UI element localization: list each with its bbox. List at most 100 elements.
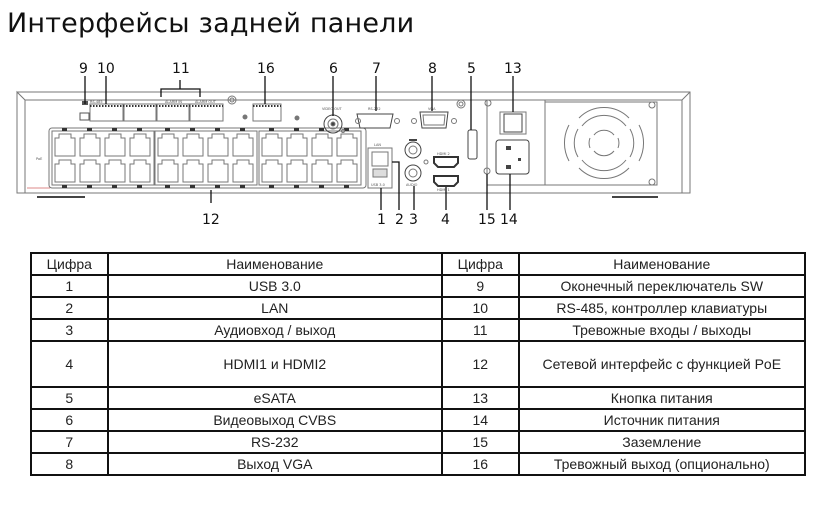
rj45-port <box>336 133 358 157</box>
cell-name: Заземление <box>517 430 807 454</box>
audio-jacks <box>404 139 429 182</box>
cell-num: 5 <box>30 386 109 410</box>
callout-11: 11 <box>172 61 190 77</box>
port-led <box>87 185 92 188</box>
callout-15: 15 <box>478 212 496 228</box>
callout-1: 1 <box>377 212 386 228</box>
header-name-left: Наименование <box>106 252 443 276</box>
callout-14: 14 <box>500 212 518 228</box>
table-row: 7 RS-232 15 Заземление <box>30 430 807 454</box>
rj45-port <box>261 133 283 157</box>
rj45-port <box>104 159 126 183</box>
rj45-port <box>286 133 308 157</box>
table-header-row: Цифра Наименование Цифра Наименование <box>30 252 807 276</box>
label-lan: LAN <box>374 143 381 147</box>
rj45-port <box>129 133 151 157</box>
table-row: 8 Выход VGA 16 Тревожный выход (опционал… <box>30 452 807 476</box>
cell-name: RS-232 <box>106 430 443 454</box>
cell-num: 11 <box>440 318 520 342</box>
header-num-right: Цифра <box>440 252 520 276</box>
table-row: 2 LAN 10 RS-485, контроллер клавиатуры <box>30 296 807 320</box>
rj45-port <box>232 159 254 183</box>
cell-name: LAN <box>106 296 443 320</box>
label-hdmi1: HDMI 1 <box>437 188 450 192</box>
label-hdmi2: HDMI 2 <box>437 152 450 156</box>
rj45-port <box>207 133 229 157</box>
table-row: 4 HDMI1 и HDMI2 12 Сетевой интерфейс с ф… <box>30 340 807 388</box>
port-led <box>190 128 195 131</box>
label-usb: USB 3.0 <box>371 183 385 187</box>
alarm-terminal-blocks <box>89 103 224 122</box>
rj45-port <box>157 159 179 183</box>
cell-name: Оконечный переключатель SW <box>517 274 807 298</box>
callout-3: 3 <box>409 212 418 228</box>
cell-name: Видеовыход CVBS <box>106 408 443 432</box>
port-led <box>87 128 92 131</box>
label-video-out: VIDEO OUT <box>322 107 343 111</box>
cell-num: 6 <box>30 408 109 432</box>
table-row: 3 Аудиовход / выход 11 Тревожные входы /… <box>30 318 807 342</box>
interface-table: Цифра Наименование Цифра Наименование 1 … <box>30 252 807 476</box>
lan-usb-block <box>367 147 393 189</box>
label-poe: PoE <box>36 157 42 161</box>
port-led <box>62 185 67 188</box>
cell-num: 16 <box>440 452 520 476</box>
cell-name: Источник питания <box>517 408 807 432</box>
port-led <box>294 185 299 188</box>
rj45-port <box>182 133 204 157</box>
cell-name: Тревожный выход (опционально) <box>517 452 807 476</box>
rj45-port <box>79 133 101 157</box>
esata-port <box>467 129 478 160</box>
power-module <box>484 99 546 186</box>
rear-panel-diagram: RS-485 ALARM IN ALARM OUT VIDEO OUT RS-2… <box>16 61 691 228</box>
cell-num: 12 <box>440 340 520 388</box>
rj45-port <box>129 159 151 183</box>
label-alarm-out: ALARM OUT <box>195 100 217 104</box>
rj45-port <box>311 133 333 157</box>
rj45-port <box>157 133 179 157</box>
cell-name: USB 3.0 <box>106 274 443 298</box>
table-row: 5 eSATA 13 Кнопка питания <box>30 386 807 410</box>
port-led <box>165 128 170 131</box>
rs232-port <box>355 113 400 129</box>
port-led <box>344 185 349 188</box>
rj45-port <box>286 159 308 183</box>
poe-ports <box>48 127 367 189</box>
port-led <box>112 185 117 188</box>
cell-num: 7 <box>30 430 109 454</box>
cell-num: 2 <box>30 296 109 320</box>
vga-port <box>411 111 457 129</box>
cell-num: 15 <box>440 430 520 454</box>
callout-12: 12 <box>202 212 220 228</box>
callout-6: 6 <box>329 61 338 77</box>
port-led <box>165 185 170 188</box>
cell-name: Выход VGA <box>106 452 443 476</box>
callout-8: 8 <box>428 61 437 77</box>
cell-num: 13 <box>440 386 520 410</box>
cell-name: HDMI1 и HDMI2 <box>106 340 443 388</box>
cell-name: Кнопка питания <box>517 386 807 410</box>
screw <box>227 95 237 105</box>
callout-9: 9 <box>79 61 88 77</box>
port-led <box>269 128 274 131</box>
header-num-left: Цифра <box>30 252 109 276</box>
cell-name: Аудиовход / выход <box>106 318 443 342</box>
port-led <box>112 128 117 131</box>
cell-num: 10 <box>440 296 520 320</box>
table-row: 1 USB 3.0 9 Оконечный переключатель SW <box>30 274 807 298</box>
bnc-video-out <box>323 114 345 134</box>
port-led <box>215 185 220 188</box>
chassis-outline <box>16 90 691 198</box>
rj45-port <box>79 159 101 183</box>
port-led <box>240 185 245 188</box>
alarm-out-terminal <box>252 103 282 122</box>
callout-7: 7 <box>372 61 381 77</box>
leader-lines <box>84 76 514 210</box>
rj45-port <box>311 159 333 183</box>
cell-num: 8 <box>30 452 109 476</box>
cell-name: Тревожные входы / выходы <box>517 318 807 342</box>
cell-num: 3 <box>30 318 109 342</box>
rj45-port <box>261 159 283 183</box>
cell-num: 14 <box>440 408 520 432</box>
label-rs485: RS-485 <box>90 100 103 104</box>
